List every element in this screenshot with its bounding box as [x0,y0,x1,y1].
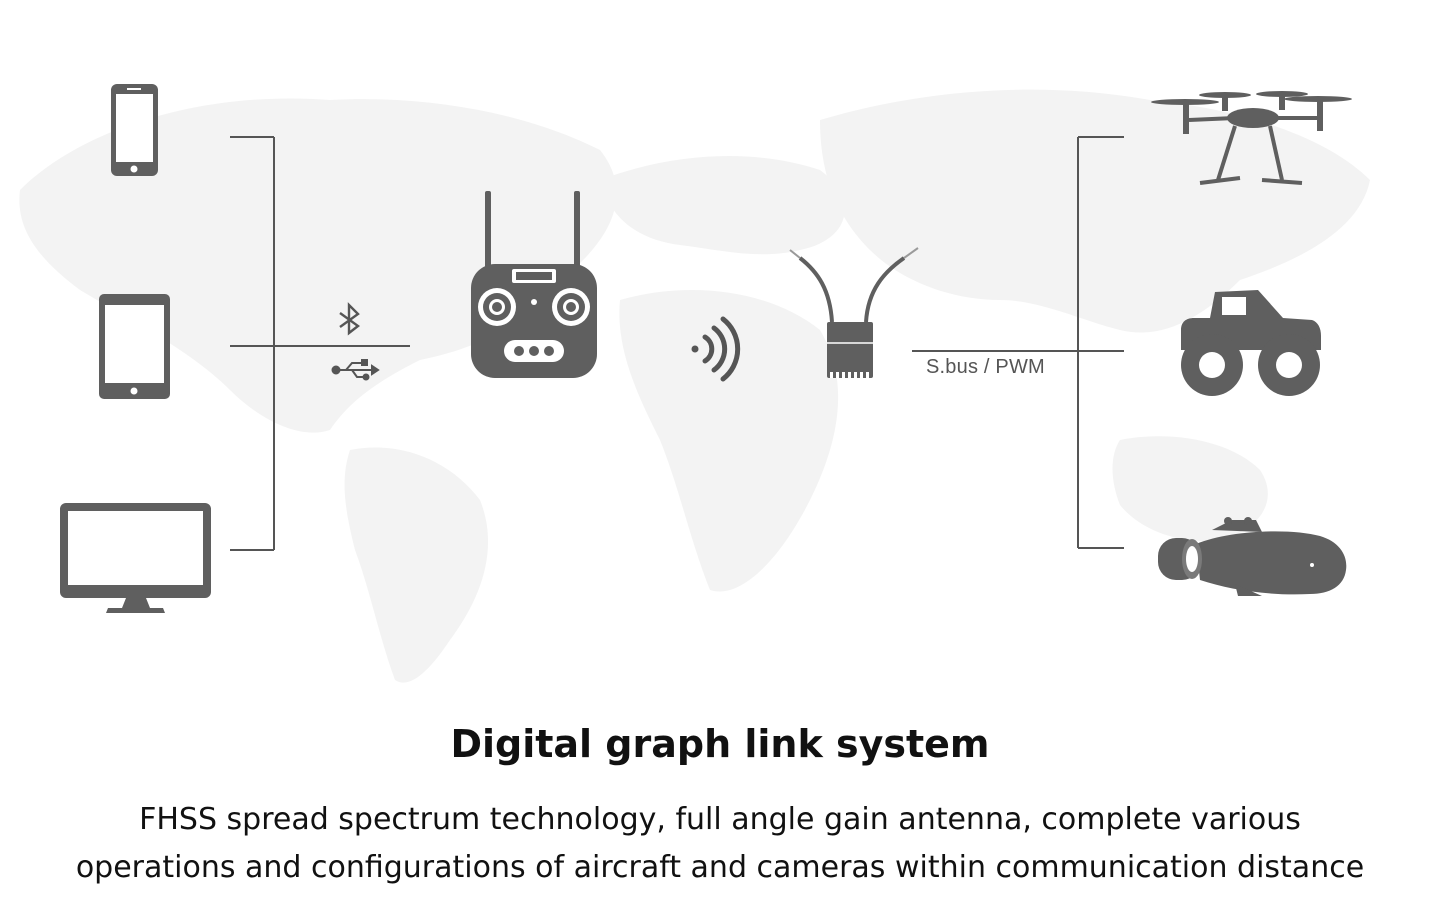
monitor-icon [60,503,211,613]
caption-line-1: FHSS spread spectrum technology, full an… [139,802,1301,837]
usb-icon [331,359,380,381]
caption-line-2: operations and configurations of aircraf… [75,850,1365,885]
tablet-icon [99,294,170,399]
drone-icon [1151,91,1352,185]
receiver-module-icon [789,247,919,378]
world-map-background [19,89,1370,683]
submarine-icon [1158,517,1347,596]
caption-description: FHSS spread spectrum technology, full an… [0,796,1440,892]
truck-icon [1181,290,1321,396]
sbus-pwm-label: S.bus / PWM [926,356,1045,378]
bluetooth-icon [339,302,361,336]
left-connector-lines [230,136,410,551]
phone-icon [111,84,158,176]
remote-controller-icon [471,191,597,378]
wireless-signal-icon [691,316,741,382]
caption-title: Digital graph link system [450,722,990,766]
system-diagram [19,84,1370,683]
right-connector-lines [912,136,1124,549]
